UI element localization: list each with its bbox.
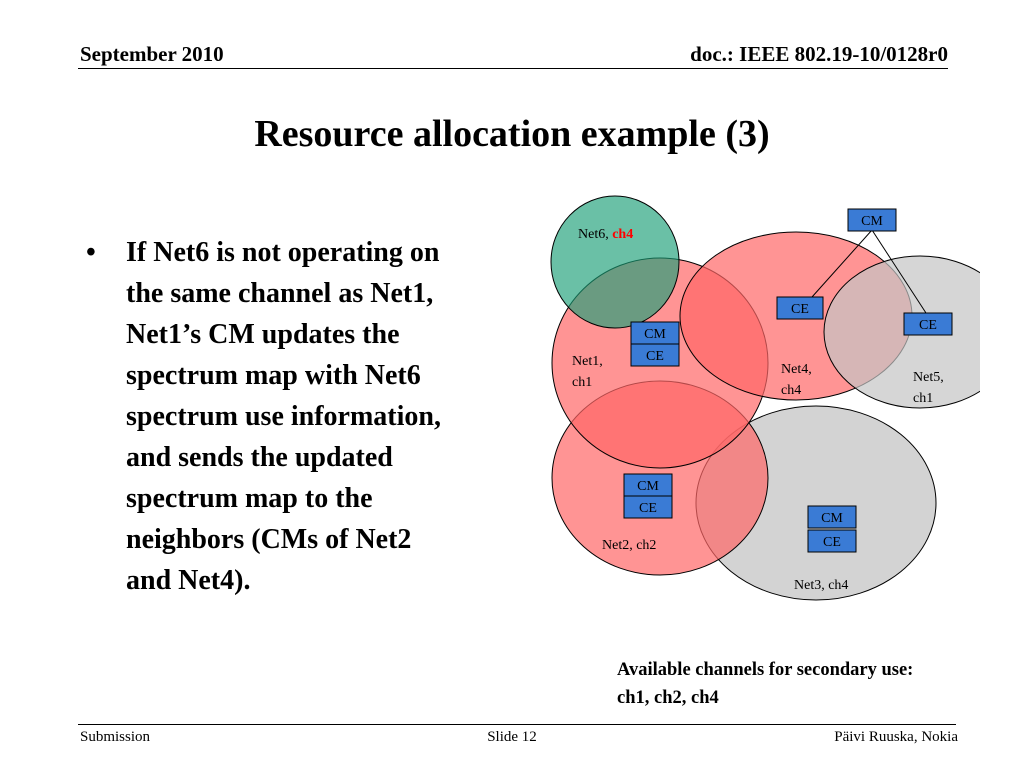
link-cm-to-net4-ce [811,229,873,298]
net1-label-line1: Net1, [572,354,603,369]
available-channels-note: Available channels for secondary use: ch… [617,656,913,712]
footer-rule [78,724,956,725]
net6-channel: ch4 [612,227,633,242]
net6-label: Net6, ch4 [578,227,633,242]
bullet-line: the same channel as Net1, [126,278,434,309]
net1-label-line2: ch1 [572,375,592,390]
net5-label-line1: Net5, [913,370,944,385]
net4-ce-label: CE [791,302,809,317]
net5-ce-box [903,312,953,336]
header-rule [78,68,948,69]
net3-ce-box [807,529,857,553]
footer-author: Päivi Ruuska, Nokia [834,729,958,745]
link-cm-to-net5-ce [871,229,927,314]
net4-label-line2: ch4 [781,383,801,398]
bullet-marker: • [86,237,96,268]
bullet-line: spectrum map to the [126,483,373,514]
net5-label-line2: ch1 [913,391,933,406]
net5-ce-label: CE [919,318,937,333]
net2-cm-label: CM [637,479,659,494]
net2-ce-box [623,495,673,519]
net3-ce-label: CE [823,535,841,550]
bullet-line: If Net6 is not operating on [126,237,440,268]
net2-ce-label: CE [639,501,657,516]
slide-title: Resource allocation example (3) [254,113,770,155]
net1-ce-label: CE [646,349,664,364]
net6-circle [550,195,680,329]
net1-cm-label: CM [644,327,666,342]
net2-label: Net2, ch2 [602,538,656,553]
bullet-line: spectrum map with Net6 [126,360,421,391]
bullet-list: • If Net6 is not operating on the same c… [86,232,526,601]
footer-slide-number: Slide 12 [487,729,537,745]
net3-cm-label: CM [821,511,843,526]
net4-label-line1: Net4, [781,362,812,377]
bullet-line: and Net4). [126,565,251,596]
available-channels-line2: ch1, ch2, ch4 [617,688,719,708]
header-doc-id: doc.: IEEE 802.19-10/0128r0 [690,42,948,66]
shared-cm-box [847,208,897,232]
available-channels-line1: Available channels for secondary use: [617,660,914,680]
bullet-line: Net1’s CM updates the [126,319,400,350]
net6-name: Net6, [578,227,612,242]
shared-cm-label: CM [861,214,883,229]
bullet-line: and sends the updated [126,442,393,473]
footer-submission: Submission [80,729,151,745]
header-date: September 2010 [80,42,224,66]
net1-ce-box [630,343,680,367]
net3-cm-box [807,505,857,529]
net5-circle [823,255,980,409]
bullet-line: neighbors (CMs of Net2 [126,524,412,555]
bullet-item: • If Net6 is not operating on the same c… [86,232,526,601]
net4-ce-box [776,296,824,320]
net3-label: Net3, ch4 [794,578,848,593]
bullet-line: spectrum use information, [126,401,441,432]
network-diagram: CM CE CE CM CE CM CE CM CE Net6, ch4 Net… [550,195,980,601]
